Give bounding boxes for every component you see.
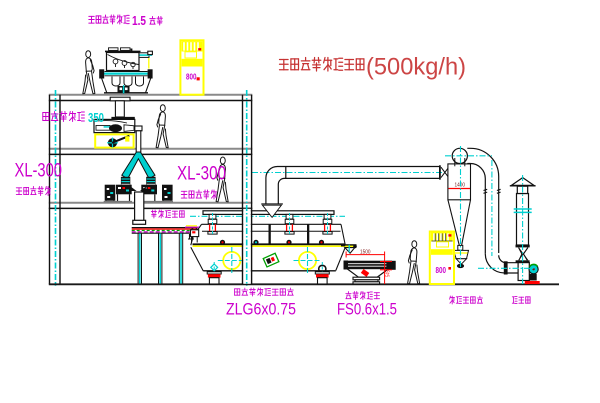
- svg-text:(500kg/h): (500kg/h): [366, 54, 466, 81]
- svg-text:1.5: 1.5: [132, 14, 146, 28]
- svg-text:800: 800: [186, 73, 197, 82]
- svg-text:545: 545: [386, 270, 392, 277]
- svg-text:800: 800: [436, 266, 447, 275]
- svg-text:1500: 1500: [360, 249, 371, 255]
- svg-text:ZLG6x0.75: ZLG6x0.75: [226, 300, 296, 319]
- svg-text:FS0.6x1.5: FS0.6x1.5: [337, 300, 397, 319]
- svg-text:1400: 1400: [455, 182, 466, 188]
- svg-text:XL-300: XL-300: [15, 161, 63, 182]
- svg-text:XL-300: XL-300: [177, 164, 226, 185]
- svg-text:350: 350: [88, 110, 104, 125]
